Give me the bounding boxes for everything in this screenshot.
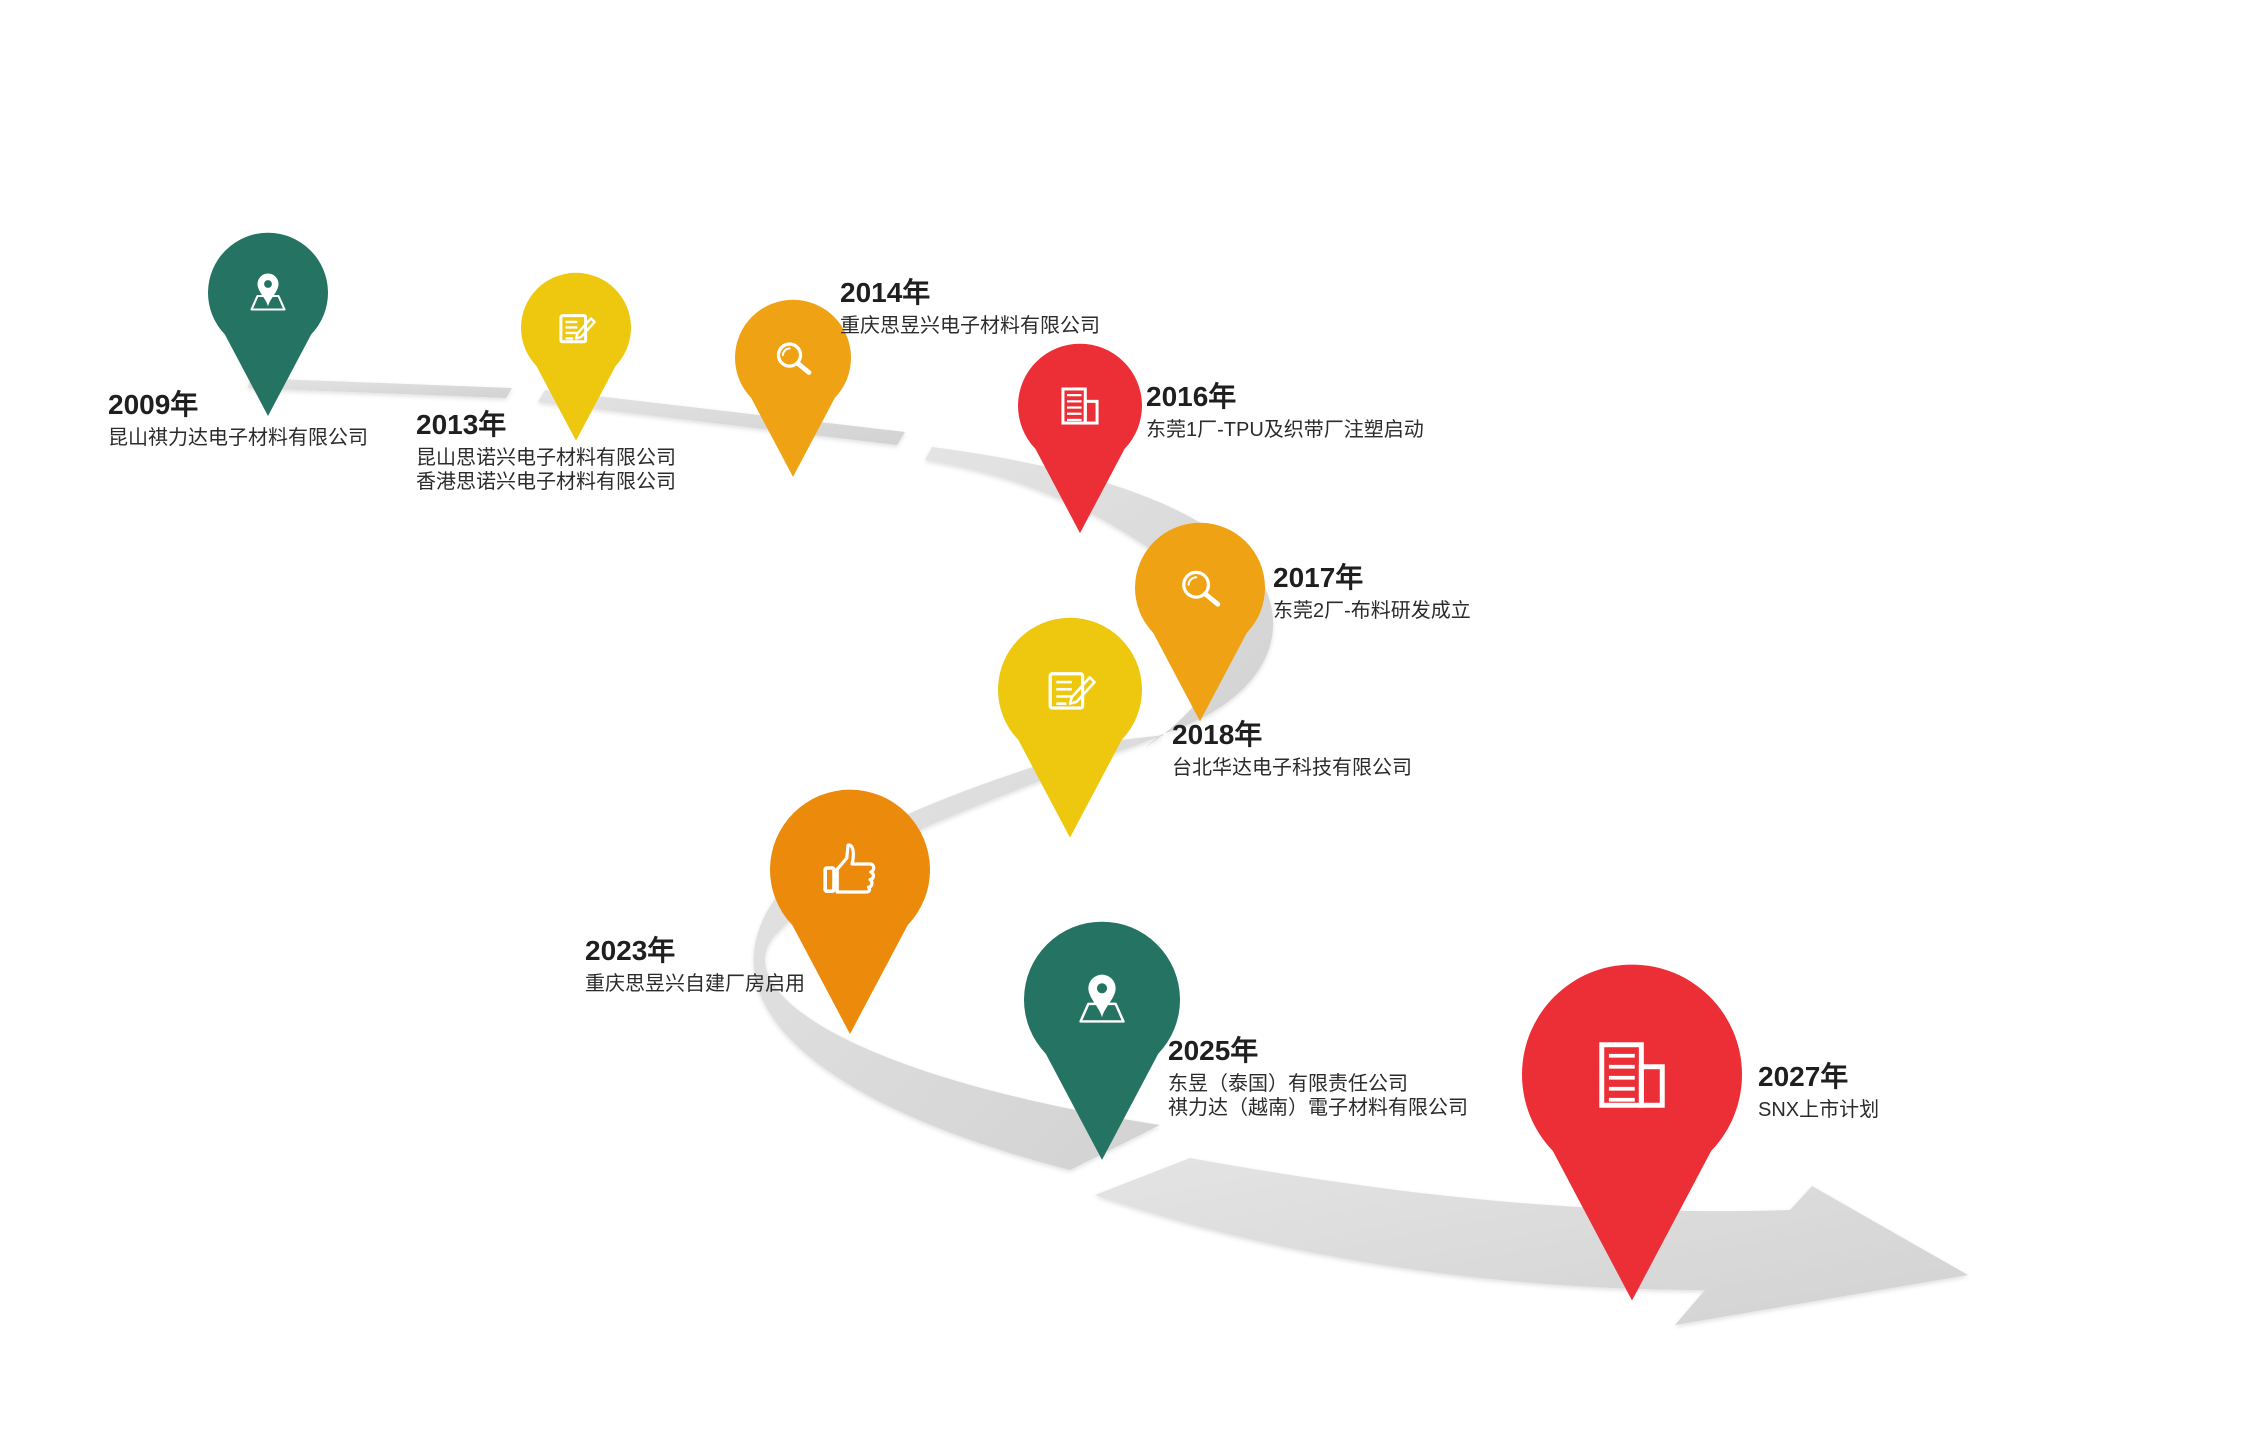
timeline-marker-2018 [998, 617, 1142, 838]
timeline-description: 台北华达电子科技有限公司 [1172, 757, 1412, 779]
timeline-entry: 2023年重庆思昱兴自建厂房启用 [585, 934, 805, 996]
timeline-marker-2025 [1024, 921, 1180, 1160]
timeline-description: 东昱（泰国）有限责任公司 [1168, 1073, 1408, 1095]
timeline-marker-2023 [770, 789, 930, 1034]
edit-document-icon [998, 617, 1142, 838]
timeline-marker-2014 [735, 299, 851, 477]
timeline-description: 昆山思诺兴电子材料有限公司 [416, 447, 676, 469]
timeline-marker-2027 [1522, 964, 1742, 1301]
timeline-entry: 2016年东莞1厂-TPU及织带厂注塑启动 [1146, 380, 1424, 442]
timeline-year: 2023年 [585, 935, 676, 966]
magnifier-icon [1135, 522, 1265, 722]
timeline-marker-2009 [208, 232, 328, 416]
map-pin-icon [208, 232, 328, 416]
timeline-marker-2016 [1018, 343, 1142, 534]
timeline-description: 昆山祺力达电子材料有限公司 [108, 427, 368, 449]
timeline-entry: 2009年昆山祺力达电子材料有限公司 [108, 388, 368, 450]
timeline-year: 2025年 [1168, 1035, 1259, 1066]
magnifier-icon [735, 299, 851, 477]
timeline-year: 2016年 [1146, 381, 1237, 412]
timeline-description: 香港思诺兴电子材料有限公司 [416, 471, 676, 493]
building-icon [1522, 964, 1742, 1301]
timeline-entry: 2017年东莞2厂-布料研发成立 [1273, 561, 1471, 623]
timeline-entry: 2013年昆山思诺兴电子材料有限公司香港思诺兴电子材料有限公司 [416, 408, 676, 494]
building-icon [1018, 343, 1142, 534]
timeline-entry: 2027年 SNX上市计划 [1758, 1060, 1879, 1122]
timeline-year: 2017年 [1273, 562, 1364, 593]
timeline-description: 重庆思昱兴自建厂房启用 [585, 973, 805, 995]
timeline-marker-2013 [521, 272, 631, 441]
timeline-entry: 2018年台北华达电子科技有限公司 [1172, 718, 1412, 780]
timeline-year: 2027年 [1758, 1061, 1849, 1092]
timeline-year: 2014年 [840, 277, 931, 308]
timeline-description: 东莞1厂-TPU及织带厂注塑启动 [1146, 419, 1424, 441]
timeline-description: 东莞2厂-布料研发成立 [1273, 600, 1471, 622]
edit-document-icon [521, 272, 631, 441]
timeline-entry: 2014年重庆思昱兴电子材料有限公司 [840, 276, 1100, 338]
timeline-year: 2018年 [1172, 719, 1263, 750]
timeline-year: 2009年 [108, 389, 199, 420]
thumbs-up-icon [770, 789, 930, 1034]
timeline-year: 2013年 [416, 409, 507, 440]
timeline-description: 重庆思昱兴电子材料有限公司 [840, 315, 1100, 337]
timeline-description: SNX上市计划 [1758, 1099, 1880, 1121]
map-pin-icon [1024, 921, 1180, 1160]
timeline-description: 祺力达（越南）電子材料有限公司 [1168, 1097, 1468, 1119]
timeline-entry: 2025年东昱（泰国）有限责任公司祺力达（越南）電子材料有限公司 [1168, 1034, 1468, 1120]
timeline-marker-2017 [1135, 522, 1265, 722]
